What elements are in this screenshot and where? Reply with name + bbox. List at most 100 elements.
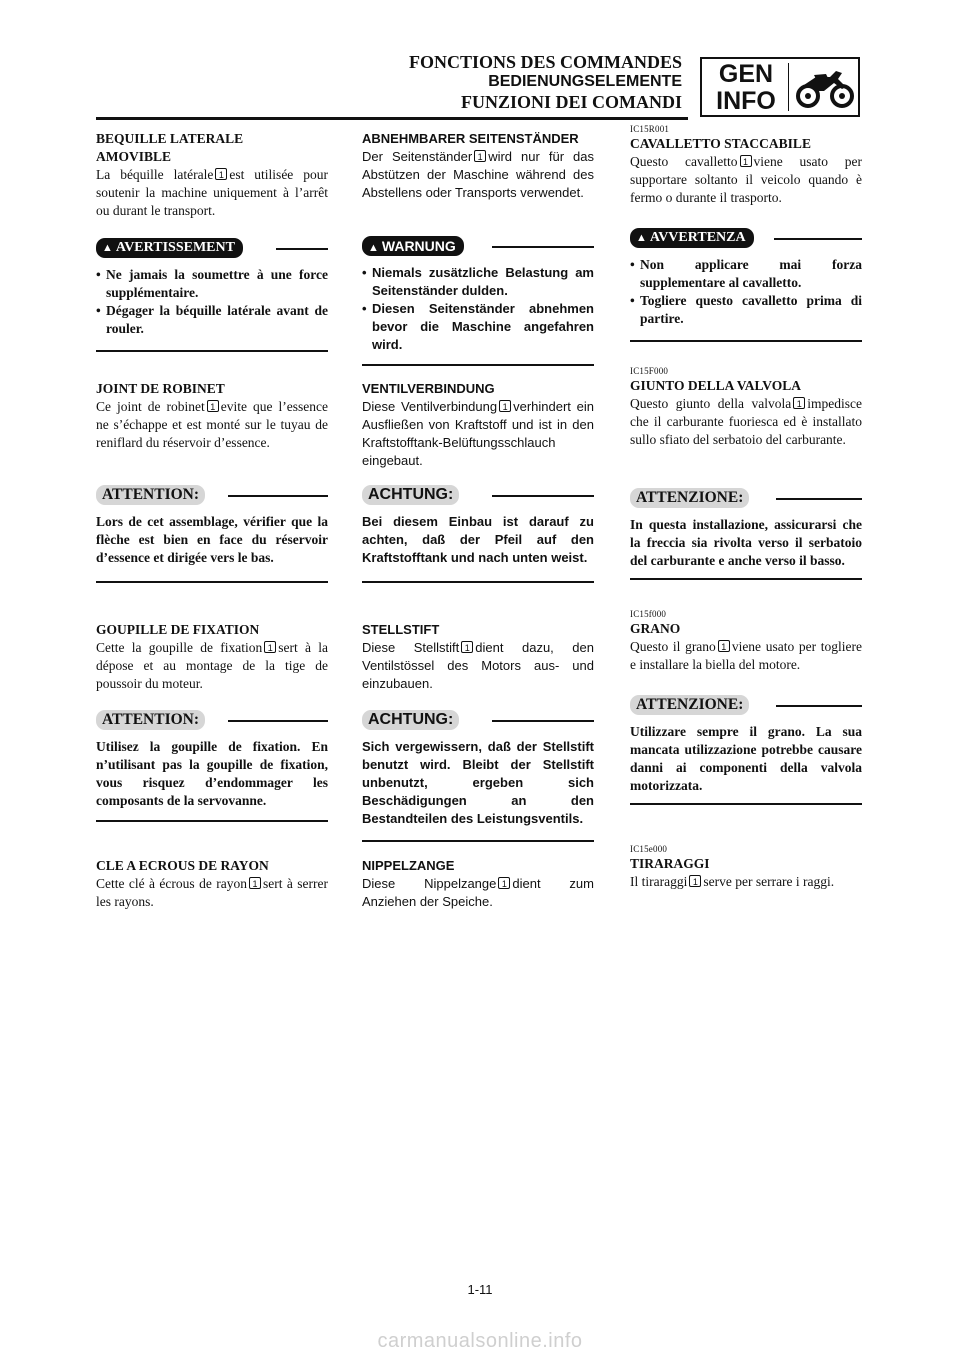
section-title: GOUPILLE DE FIXATION xyxy=(96,622,260,637)
body-text: serve per serrare i raggi. xyxy=(703,874,835,889)
warning-bullet: Diesen Seitenständer abnehmen bevor die … xyxy=(372,301,594,352)
warning-body: •Ne jamais la soumettre à une force supp… xyxy=(96,267,328,336)
callout-number: 1 xyxy=(248,877,261,889)
body-text: viene usato per togliere e installare la… xyxy=(630,639,862,672)
caution-body: Utilisez la goupille de fixation. En n’u… xyxy=(96,738,328,810)
alert-end-rule xyxy=(96,581,328,583)
header-title-it: FUNZIONI DEI COMANDI xyxy=(460,92,682,112)
header-title-de: BEDIENUNGSELEMENTE xyxy=(488,73,682,90)
body-text: wird nur für das Abstützen der Maschine … xyxy=(362,149,594,200)
caution-text: In questa installazione, assicurarsi che… xyxy=(630,517,862,568)
body-text: Questo cavalletto xyxy=(630,154,738,169)
caution-label: ACHTUNG: xyxy=(362,710,460,730)
caution-body: In questa installazione, assicurarsi che… xyxy=(630,516,862,570)
body-text: evite que l’essence ne s’échappe et est … xyxy=(96,399,329,450)
alert-end-rule xyxy=(630,340,862,342)
caution-block: ACHTUNG: Bei diesem Einbau ist darauf zu… xyxy=(362,485,594,583)
alert-head-rule xyxy=(492,246,594,248)
warning-block: ▲AVVERTENZA •Non applicare mai forza sup… xyxy=(630,228,862,342)
body-text: Ce joint de robinet xyxy=(96,399,205,414)
section-title: GIUNTO DELLA VALVOLA xyxy=(630,378,802,393)
body-text: dient zum Anziehen der Speiche. xyxy=(362,876,594,909)
caution-label: ACHTUNG: xyxy=(362,485,460,505)
section-title: GRANO xyxy=(630,621,681,636)
section-goupille: GOUPILLE DE FIXATION Cette la goupille d… xyxy=(96,621,328,693)
warning-bullet: Togliere questo cavalletto prima di part… xyxy=(640,293,862,326)
callout-number: 1 xyxy=(264,641,277,653)
warning-bullet: Ne jamais la soumettre à une force suppl… xyxy=(106,267,328,300)
reference-code: IC15F000 xyxy=(630,366,669,376)
warning-triangle-icon: ▲ xyxy=(102,242,113,254)
reference-code: IC15R001 xyxy=(630,124,670,134)
caution-label: ATTENTION: xyxy=(96,710,206,730)
caution-body: Bei diesem Einbau ist darauf zu achten, … xyxy=(362,513,594,567)
caution-block: ATTENZIONE: Utilizzare sempre il grano. … xyxy=(630,695,862,805)
caution-text: Utilizzare sempre il grano. La sua manca… xyxy=(630,724,862,793)
caution-label: ATTENZIONE: xyxy=(630,488,750,508)
warning-label-text: AVVERTENZA xyxy=(649,230,746,245)
gen-info-label: GEN INFO xyxy=(706,61,786,115)
header-title-fr: FONCTIONS DES COMMANDES xyxy=(408,52,682,72)
caution-block: ATTENTION: Lors de cet assemblage, vérif… xyxy=(96,485,328,583)
section-cle: CLE A ECROUS DE RAYON Cette clé à écrous… xyxy=(96,857,328,911)
caution-text: Lors de cet assemblage, vérifier que la … xyxy=(96,514,328,565)
section-cavalletto: IC15R001 CAVALLETTO STACCABILE Questo ca… xyxy=(630,124,862,207)
section-title-cont: AMOVIBLE xyxy=(96,149,172,164)
warning-label-text: AVERTISSEMENT xyxy=(115,240,235,255)
alert-end-rule xyxy=(630,803,862,805)
callout-number: 1 xyxy=(215,168,228,180)
alert-end-rule xyxy=(630,578,862,580)
callout-number: 1 xyxy=(793,397,806,409)
caution-block: ACHTUNG: Sich vergewissern, daß der Stel… xyxy=(362,710,594,842)
section-bequille: BEQUILLE LATERALE AMOVIBLE La béquille l… xyxy=(96,130,328,220)
warning-label: ▲WARNUNG xyxy=(362,236,464,256)
caution-body: Utilizzare sempre il grano. La sua manca… xyxy=(630,723,862,795)
body-text: Diese Nippelzange xyxy=(362,876,497,891)
page-number: 1-11 xyxy=(467,1282,493,1297)
warning-label-text: WARNUNG xyxy=(381,238,456,254)
section-title: CAVALLETTO STACCABILE xyxy=(630,136,811,151)
callout-number: 1 xyxy=(717,640,730,652)
warning-label: ▲AVERTISSEMENT xyxy=(96,238,243,258)
alert-end-rule xyxy=(362,364,594,366)
reference-code: IC15f000 xyxy=(630,609,667,619)
section-title: TIRARAGGI xyxy=(630,856,710,871)
callout-number: 1 xyxy=(461,641,474,653)
section-title: ABNEHMBARER SEITENSTÄNDER xyxy=(362,131,579,146)
page-header-titles: FONCTIONS DES COMMANDES BEDIENUNGSELEMEN… xyxy=(409,52,682,112)
section-seitenstaender: ABNEHMBARER SEITENSTÄNDER Der Seitenstän… xyxy=(362,130,594,202)
alert-end-rule xyxy=(96,350,328,352)
section-title: NIPPELZANGE xyxy=(362,858,455,873)
warning-bullet: Niemals zusätzliche Belastung am Seitens… xyxy=(372,265,594,298)
callout-number: 1 xyxy=(739,155,752,167)
caution-text: Sich vergewissern, daß der Stellstift be… xyxy=(362,739,594,826)
alert-head-rule xyxy=(228,495,328,497)
alert-head-rule xyxy=(776,498,862,500)
body-text: Cette la goupille de fixation xyxy=(96,640,263,655)
reference-code: IC15e000 xyxy=(630,844,668,854)
section-giunto: IC15F000 GIUNTO DELLA VALVOLA Questo giu… xyxy=(630,366,862,449)
body-text: Cette clé à écrous de rayon xyxy=(96,876,247,891)
motorcycle-icon xyxy=(796,71,854,108)
body-text: Questo giunto della valvola xyxy=(630,396,792,411)
callout-number: 1 xyxy=(498,877,511,889)
warning-block: ▲AVERTISSEMENT •Ne jamais la soumettre à… xyxy=(96,238,328,352)
warning-label: ▲AVVERTENZA xyxy=(630,228,754,248)
caution-text: Bei diesem Einbau ist darauf zu achten, … xyxy=(362,514,594,565)
alert-head-rule xyxy=(492,495,594,497)
section-title: CLE A ECROUS DE RAYON xyxy=(96,858,269,873)
alert-head-rule xyxy=(776,705,862,707)
warning-bullet: Dégager la béquille latérale avant de ro… xyxy=(106,303,328,336)
gen-label: GEN xyxy=(718,60,774,88)
